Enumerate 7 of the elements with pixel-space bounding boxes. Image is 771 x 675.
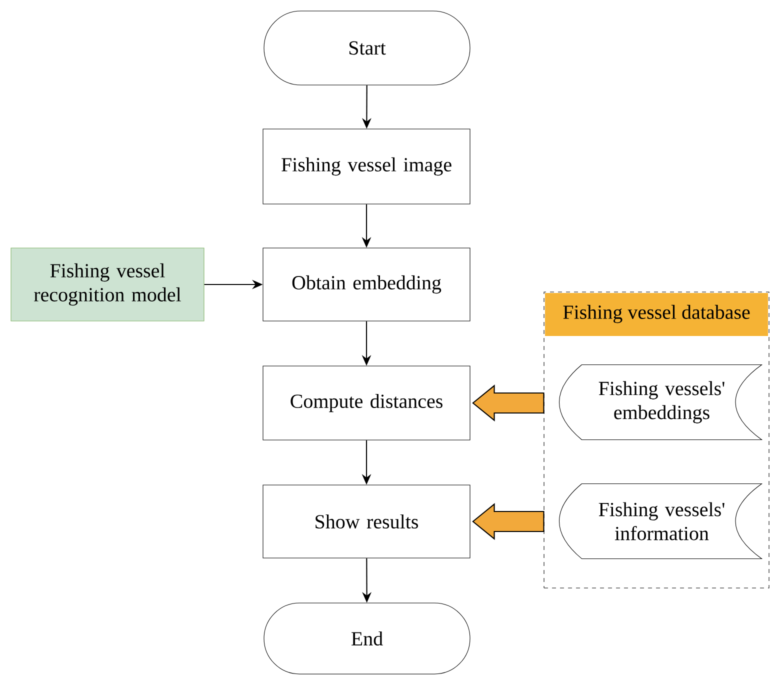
block-arrow xyxy=(472,503,544,540)
block-arrow xyxy=(472,384,544,422)
process-box: Obtain embedding xyxy=(262,248,470,322)
process-box: Compute distances xyxy=(262,366,470,440)
process-box: Fishing vessel image xyxy=(262,128,470,204)
model-box: Fishing vessel recognition model xyxy=(10,248,204,322)
process-box: Show results xyxy=(262,484,470,558)
